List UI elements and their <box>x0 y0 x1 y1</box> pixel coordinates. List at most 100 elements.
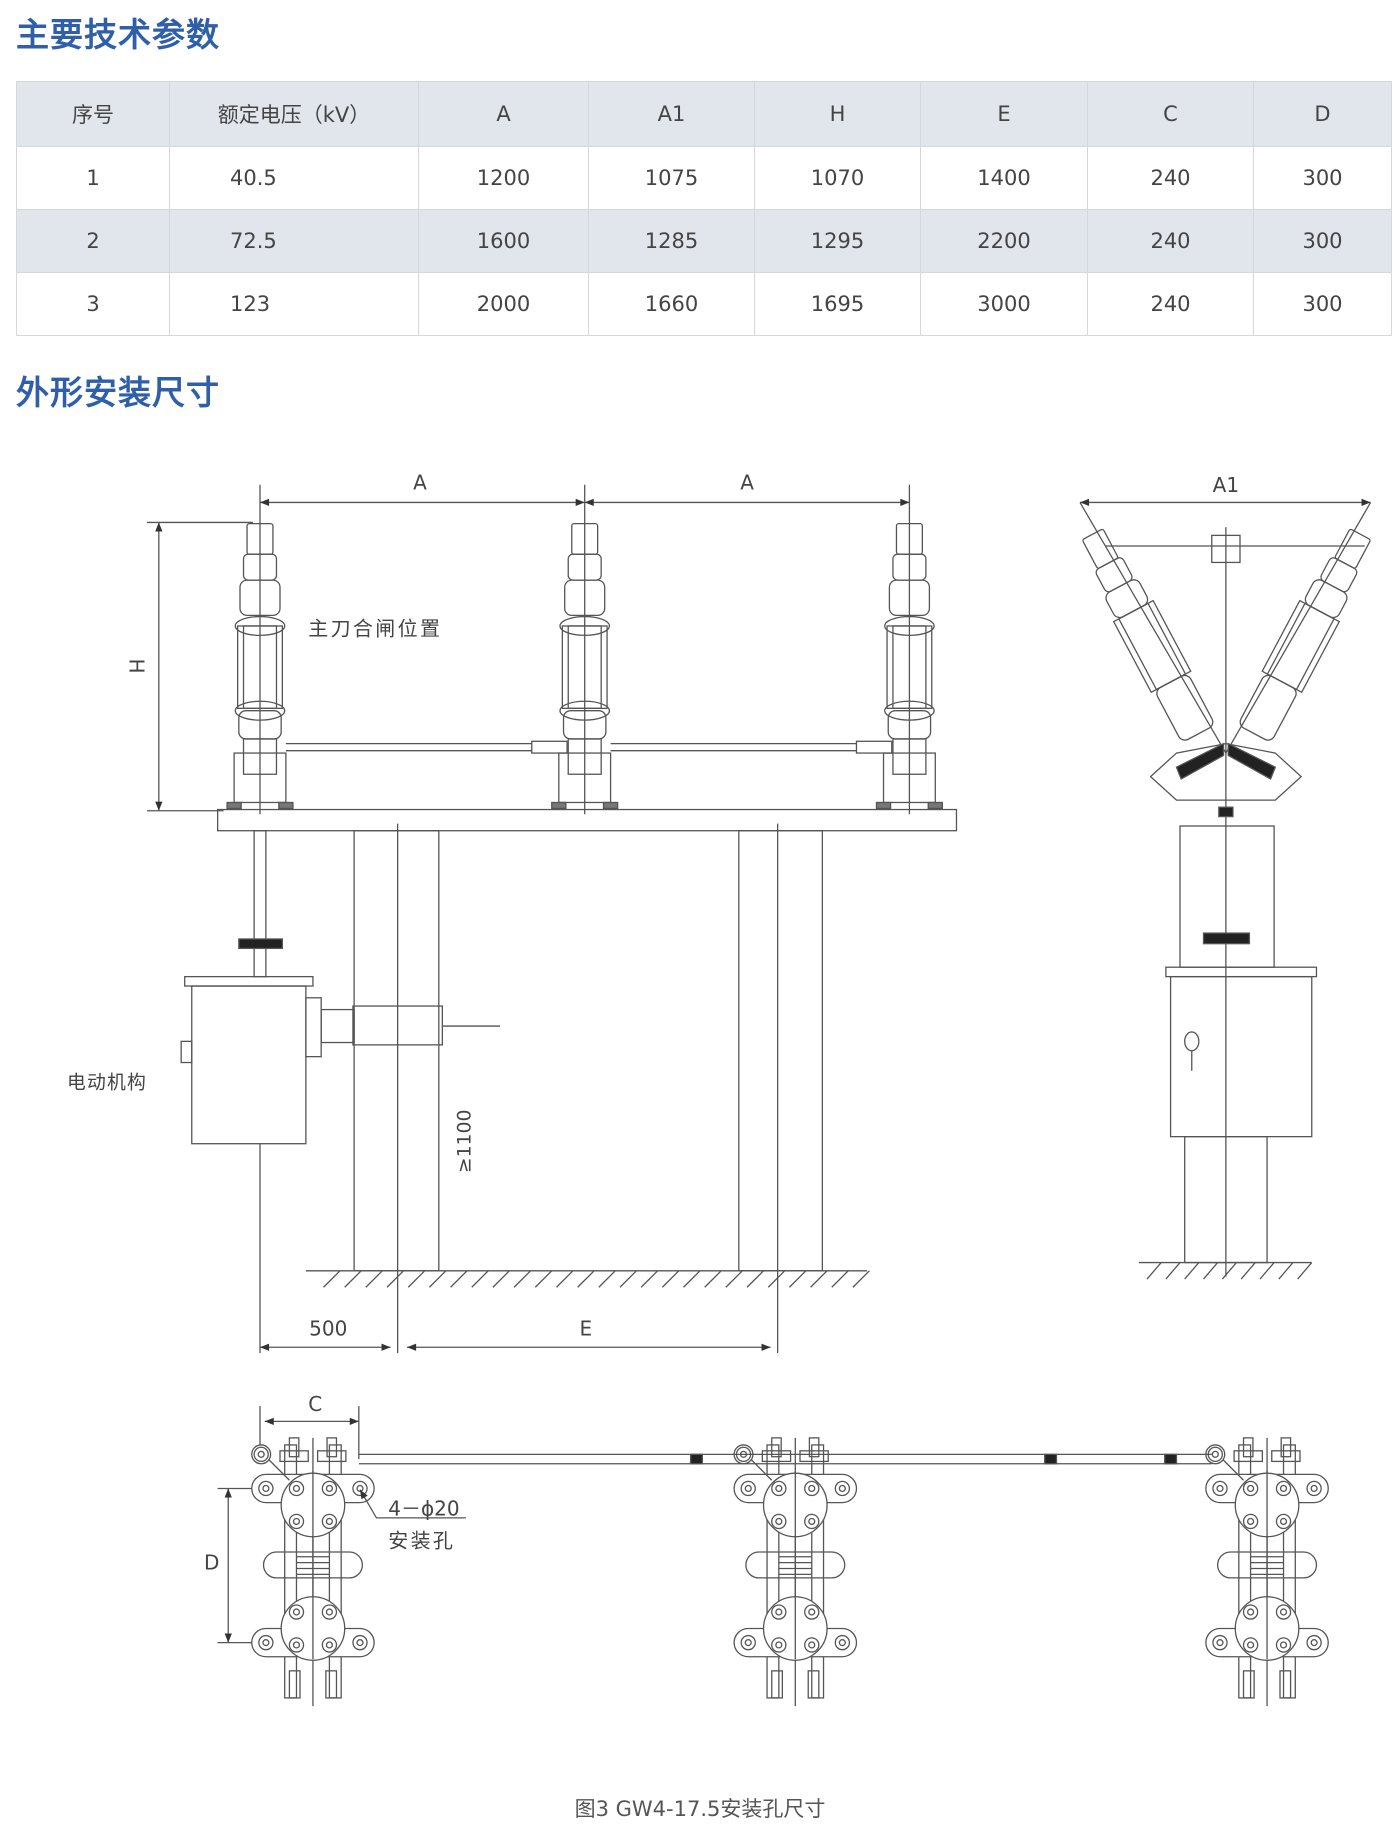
cell: 1400 <box>920 146 1088 210</box>
link-pivot <box>257 1450 265 1458</box>
mount-hole <box>258 1480 274 1497</box>
ground-hatch <box>1278 1262 1294 1280</box>
bolt <box>1275 1513 1292 1530</box>
mount-hole <box>740 1634 756 1651</box>
flange-upper <box>888 579 931 617</box>
label-mount-holes: 4－ϕ20 <box>388 1497 459 1521</box>
figure-caption: 图3 GW4-17.5安装孔尺寸 <box>574 1797 826 1821</box>
bracket <box>233 752 287 804</box>
cell: 240 <box>1087 272 1254 336</box>
post-stub <box>808 1437 820 1458</box>
mount-hole <box>1212 1634 1228 1651</box>
ground-hatch <box>1297 1262 1313 1280</box>
cell: 72.5 <box>169 209 419 273</box>
bolt <box>1247 1608 1255 1616</box>
shaft-block <box>1218 806 1234 818</box>
ground-hatch <box>810 1270 828 1288</box>
cell: 300 <box>1253 209 1392 273</box>
foot <box>927 801 944 810</box>
mount-hole <box>744 1639 752 1647</box>
table-row: 2 72.5 1600 1285 1295 2200 240 300 <box>16 209 1392 273</box>
flange-lower <box>1156 674 1214 741</box>
foot <box>807 1670 820 1699</box>
mount-hole <box>1216 1484 1224 1493</box>
ground-hatch <box>450 1270 468 1288</box>
ground-hatch <box>471 1270 489 1288</box>
bolt <box>1247 1484 1255 1493</box>
rod-joint <box>689 1453 703 1465</box>
insulator-body <box>1261 599 1341 694</box>
shed <box>559 700 611 721</box>
post-stub <box>1242 1437 1254 1458</box>
bolt <box>1279 1484 1288 1493</box>
base-block <box>242 738 278 775</box>
ground-hatch <box>640 1270 659 1288</box>
ground-hatch <box>344 1270 362 1288</box>
post-stub <box>288 1437 300 1458</box>
bracket <box>882 752 936 804</box>
rod-joint <box>1164 1453 1178 1465</box>
flange-upper <box>564 579 606 617</box>
drawing-lines <box>147 484 1372 1707</box>
foot <box>288 1670 301 1699</box>
bolt <box>808 1517 816 1526</box>
bolt <box>771 1604 787 1620</box>
bolt <box>1279 1641 1288 1649</box>
cell: 1200 <box>418 146 589 210</box>
bolt <box>325 1517 333 1526</box>
dim-label-c: C <box>308 1392 322 1416</box>
link-pivot <box>253 1446 269 1463</box>
ground-hatch <box>619 1270 637 1288</box>
base-beam <box>217 808 958 832</box>
foot <box>602 801 619 810</box>
mount-hole <box>1212 1480 1228 1497</box>
bolt <box>808 1641 816 1649</box>
mount-hole <box>744 1484 752 1493</box>
ground-hatch <box>1240 1262 1256 1280</box>
bolt <box>325 1484 333 1493</box>
base-block <box>567 738 602 775</box>
clamp <box>317 1450 347 1463</box>
bolt <box>292 1517 301 1526</box>
bolt <box>1247 1517 1255 1526</box>
ground-hatch <box>428 1270 447 1288</box>
table-header-row: 序号 额定电压（kV） A A1 H E C D <box>16 81 1392 147</box>
bolt <box>808 1608 816 1616</box>
insulator-column <box>551 522 619 810</box>
bolt <box>1242 1480 1259 1497</box>
side-post-top <box>1179 825 1275 968</box>
bolt <box>292 1484 301 1493</box>
terminal-cap <box>1082 528 1119 569</box>
mount-hole <box>1306 1634 1322 1651</box>
insulator-core <box>567 625 602 709</box>
bolt <box>1247 1641 1255 1649</box>
bolt <box>775 1484 783 1493</box>
col-header: 额定电压（kV） <box>169 81 419 147</box>
label-mount-holes-sub: 安装孔 <box>388 1528 455 1552</box>
mechanism-handle <box>180 1040 193 1064</box>
col-header: 序号 <box>16 81 170 147</box>
foot <box>875 801 892 810</box>
col-header: C <box>1087 81 1254 147</box>
ground-hatch <box>831 1270 849 1288</box>
motor-mechanism-box <box>191 985 307 1145</box>
bolt <box>288 1637 305 1653</box>
clamp <box>1233 1450 1263 1463</box>
mount-hole <box>834 1634 851 1651</box>
section-title-dimensions: 外形安装尺寸 <box>16 373 220 412</box>
bolt <box>1275 1604 1292 1620</box>
ground-hatch <box>492 1270 510 1288</box>
rotating-base <box>1149 742 1303 801</box>
mount-hole <box>262 1639 270 1647</box>
cell: 1070 <box>754 146 921 210</box>
label-motor-mechanism: 电动机构 <box>67 1071 147 1093</box>
mechanism-flange <box>305 997 322 1058</box>
dim-label-h: H <box>124 658 148 673</box>
shed <box>884 700 935 721</box>
foot <box>1242 1670 1255 1699</box>
post-stub <box>771 1437 782 1458</box>
bolt <box>771 1637 787 1653</box>
bolt <box>771 1513 787 1530</box>
mount-hole <box>1306 1480 1322 1497</box>
